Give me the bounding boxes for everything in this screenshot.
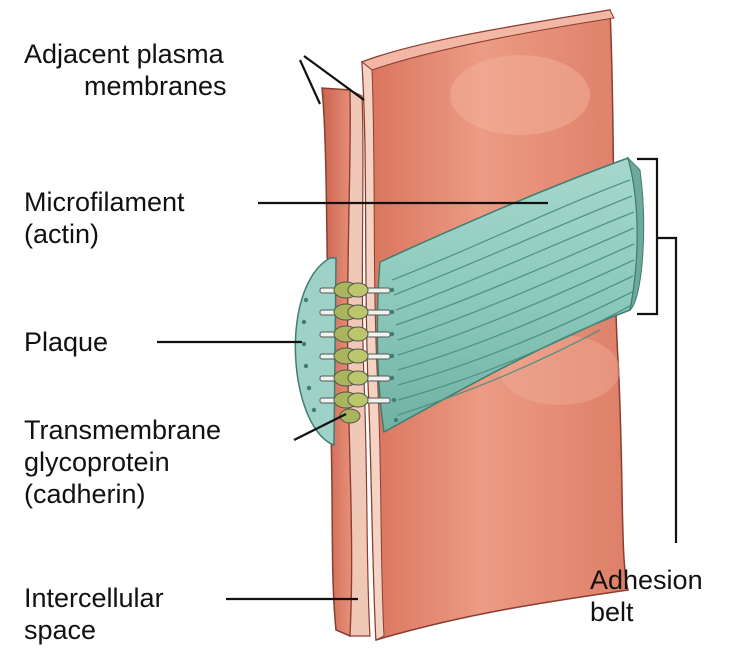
adhesion-belt-bracket-outer: [657, 238, 676, 543]
label-adjacent-line1: Adjacent plasma: [24, 38, 227, 70]
label-intercellular-line1: Intercellular: [24, 582, 164, 614]
label-microfilament: Microfilament (actin): [24, 186, 185, 250]
label-intercellular-line2: space: [24, 614, 164, 646]
label-transmembrane-line1: Transmembrane: [24, 414, 221, 446]
label-adjacent-plasma-membranes: Adjacent plasma membranes: [24, 38, 227, 102]
label-plaque-line1: Plaque: [24, 326, 108, 358]
label-transmembrane-glycoprotein: Transmembrane glycoprotein (cadherin): [24, 414, 221, 510]
label-transmembrane-line3: (cadherin): [24, 478, 221, 510]
label-plaque: Plaque: [24, 326, 108, 358]
label-adhesion-belt: Adhesion belt: [590, 564, 703, 628]
label-transmembrane-line2: glycoprotein: [24, 446, 221, 478]
label-intercellular-space: Intercellular space: [24, 582, 164, 646]
label-adhesion-line2: belt: [590, 596, 703, 628]
label-microfilament-line2: (actin): [24, 218, 185, 250]
label-adjacent-line2: membranes: [24, 70, 227, 102]
plaque-left: [295, 258, 336, 445]
label-microfilament-line1: Microfilament: [24, 186, 185, 218]
label-adhesion-line1: Adhesion: [590, 564, 703, 596]
